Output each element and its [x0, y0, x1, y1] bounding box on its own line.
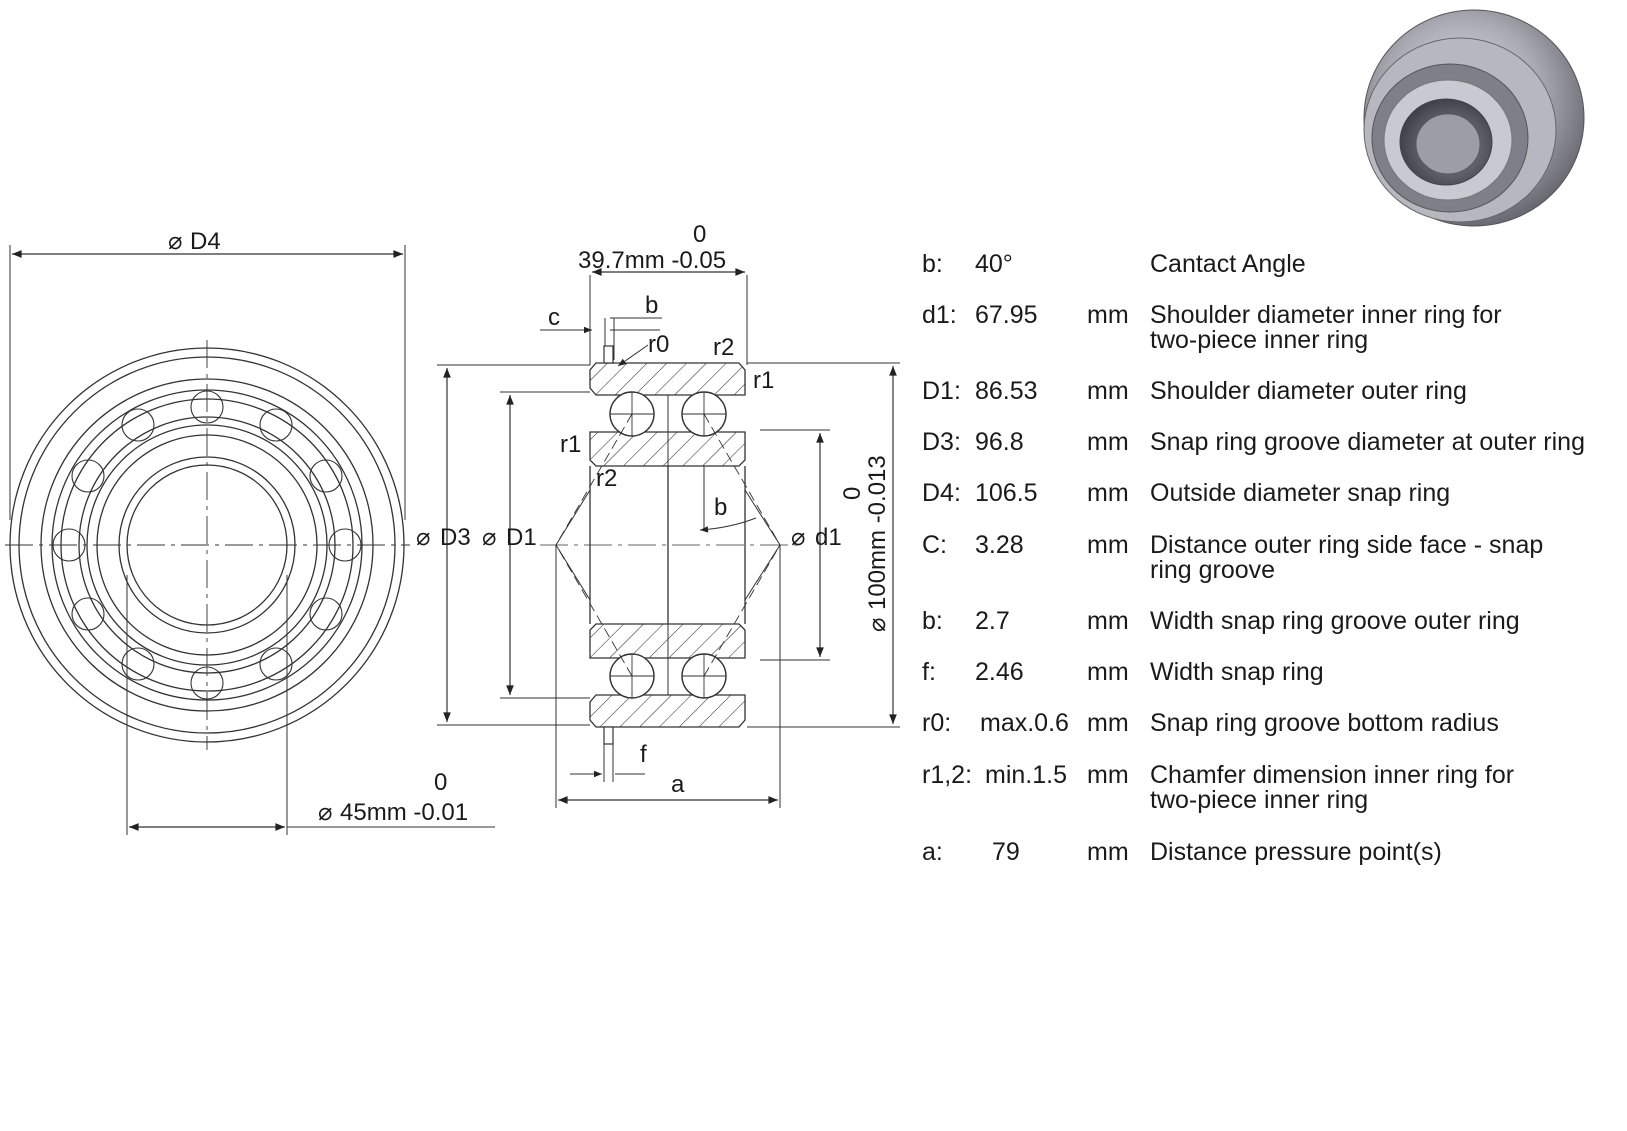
- spec-key: D1:: [922, 377, 961, 405]
- d4-symbol: ⌀: [168, 228, 182, 255]
- spec-row: D1: 86.53 mm Shoulder diameter outer ring: [922, 377, 1467, 405]
- label-r1-left: r1: [560, 431, 581, 458]
- od-symbol: ⌀: [864, 618, 891, 632]
- bore-dimension-label: 45mm -0.01: [340, 799, 468, 826]
- spec-key: r1,2:: [922, 761, 972, 789]
- spec-value: max.0.6: [980, 709, 1069, 737]
- spec-description: Width snap ring: [1150, 658, 1324, 686]
- spec-description: Chamfer dimension inner ring for: [1150, 761, 1514, 789]
- spec-key: a:: [922, 838, 943, 866]
- spec-description: Distance outer ring side face - snap: [1150, 531, 1543, 559]
- label-d3: D3: [440, 524, 471, 551]
- spec-row: C: 3.28 mm Distance outer ring side face - …: [922, 531, 1543, 584]
- spec-key: d1:: [922, 301, 957, 329]
- spec-description-cont: two-piece inner ring: [1150, 786, 1368, 814]
- label-r1-top: r1: [753, 367, 774, 394]
- label-d1-outer: D1: [506, 524, 537, 551]
- spec-description: Distance pressure point(s): [1150, 838, 1442, 866]
- spec-unit: mm: [1087, 838, 1129, 866]
- spec-row: r1,2: min.1.5 mm Chamfer dimension inner ri…: [922, 761, 1514, 814]
- spec-key: f:: [922, 658, 936, 686]
- spec-key: b:: [922, 607, 943, 635]
- label-r2-left: r2: [596, 465, 617, 492]
- spec-value: 2.7: [975, 607, 1010, 635]
- label-r0: r0: [648, 331, 669, 358]
- spec-unit: mm: [1087, 607, 1129, 635]
- spec-description: Snap ring groove diameter at outer ring: [1150, 428, 1585, 456]
- spec-row: D4: 106.5 mm Outside diameter snap ring: [922, 479, 1450, 507]
- spec-value: 3.28: [975, 531, 1024, 559]
- label-f: f: [640, 741, 647, 768]
- spec-row: f: 2.46 mm Width snap ring: [922, 658, 1324, 686]
- spec-key: D4:: [922, 479, 961, 507]
- spec-description: Snap ring groove bottom radius: [1150, 709, 1499, 737]
- spec-unit: mm: [1087, 301, 1129, 329]
- d4-label: D4: [190, 228, 221, 255]
- od-tolerance-group: 0: [839, 487, 866, 500]
- spec-value: 67.95: [975, 301, 1038, 329]
- spec-row: d1: 67.95 mm Shoulder diameter inner ring f…: [922, 301, 1502, 354]
- spec-value: 2.46: [975, 658, 1024, 686]
- spec-description-cont: ring groove: [1150, 556, 1275, 584]
- width-tolerance-top: 0: [693, 221, 706, 248]
- front-view: [5, 245, 495, 835]
- label-d1-inner: d1: [815, 524, 842, 551]
- spec-row: D3: 96.8 mm Snap ring groove diameter at ou…: [922, 428, 1585, 456]
- spec-row: r0: max.0.6 mm Snap ring groove bottom radi…: [922, 709, 1499, 737]
- spec-description: Cantact Angle: [1150, 250, 1306, 278]
- bearing-3d-illustration: [1363, 9, 1585, 227]
- spec-value: 86.53: [975, 377, 1038, 405]
- spec-row: b: 40° Cantact Angle: [922, 250, 1306, 278]
- spec-row: a: 79 mm Distance pressure point(s): [922, 838, 1442, 866]
- spec-key: C:: [922, 531, 947, 559]
- section-view: [437, 268, 900, 808]
- bore-tolerance-top: 0: [434, 769, 447, 796]
- spec-unit: mm: [1087, 428, 1129, 456]
- spec-key: b:: [922, 250, 943, 278]
- od-dimension-label: 100mm -0.013: [864, 455, 891, 610]
- spec-description: Shoulder diameter inner ring for: [1150, 301, 1502, 329]
- spec-value: min.1.5: [985, 761, 1067, 789]
- label-c: c: [548, 304, 560, 331]
- spec-value: 96.8: [975, 428, 1024, 456]
- spec-unit: mm: [1087, 479, 1129, 507]
- spec-key: r0:: [922, 709, 951, 737]
- spec-unit: mm: [1087, 531, 1129, 559]
- spec-row: b: 2.7 mm Width snap ring groove outer ring: [922, 607, 1520, 635]
- bore-symbol: ⌀: [318, 799, 332, 826]
- d1-outer-symbol: ⌀: [482, 524, 496, 551]
- label-a: a: [671, 771, 685, 798]
- spec-description: Shoulder diameter outer ring: [1150, 377, 1467, 405]
- label-r2-top: r2: [713, 334, 734, 361]
- od-dimension-group: ⌀ 100mm -0.013: [864, 455, 891, 632]
- spec-value: 106.5: [975, 479, 1038, 507]
- spec-description-cont: two-piece inner ring: [1150, 326, 1368, 354]
- spec-key: D3:: [922, 428, 961, 456]
- spec-description: Outside diameter snap ring: [1150, 479, 1450, 507]
- spec-unit: mm: [1087, 761, 1129, 789]
- spec-unit: mm: [1087, 658, 1129, 686]
- spec-unit: mm: [1087, 709, 1129, 737]
- label-b-angle: b: [714, 494, 727, 521]
- label-b: b: [645, 292, 658, 319]
- spec-unit: mm: [1087, 377, 1129, 405]
- width-dimension-label: 39.7mm -0.05: [578, 247, 726, 274]
- spec-value: 40°: [975, 250, 1013, 278]
- d3-symbol: ⌀: [416, 524, 430, 551]
- spec-description: Width snap ring groove outer ring: [1150, 607, 1520, 635]
- d1-inner-symbol: ⌀: [791, 524, 805, 551]
- od-tolerance-top: 0: [839, 487, 866, 500]
- spec-value: 79: [992, 838, 1020, 866]
